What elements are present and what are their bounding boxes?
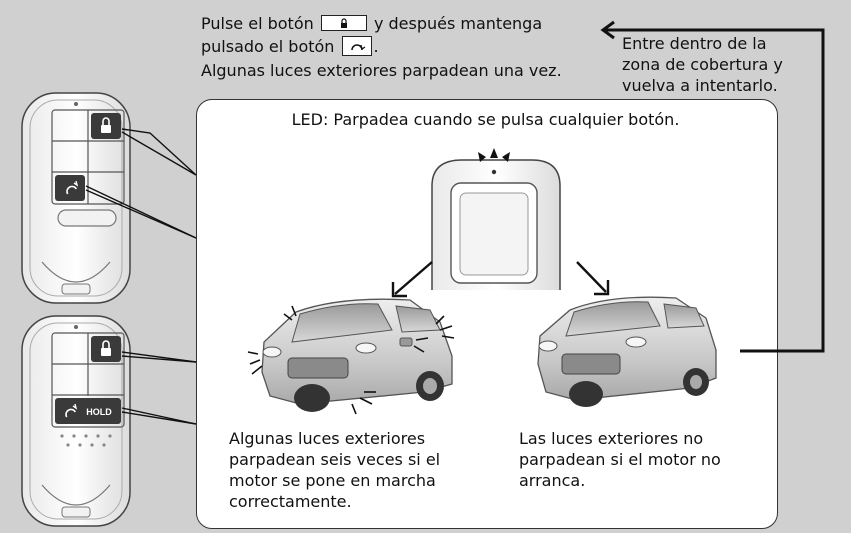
led-caption: LED: Parpadea cuando se pulsa cualquier …	[291, 110, 680, 129]
lock-button-inline	[320, 14, 367, 31]
instruction-text: Pulse el botón	[201, 14, 314, 33]
padlock-icon	[101, 117, 111, 133]
key-fob-upper	[21, 92, 131, 304]
outcome-right-line-2: parpadean si el motor no	[519, 450, 721, 469]
padlock-icon	[101, 340, 111, 356]
instruction-text: pulsado el botón	[201, 37, 335, 56]
lock-button-lower	[91, 336, 121, 362]
outcome-right-line-3: arranca.	[519, 471, 586, 490]
remote-start-button-inline	[341, 35, 372, 56]
minivan-not-flashing	[537, 296, 717, 407]
flash-rays-icon	[478, 148, 510, 162]
instruction-text: .	[373, 37, 379, 56]
circular-arrow-icon	[65, 403, 78, 418]
callout-lines-lower	[121, 351, 197, 425]
key-fob-lower: HOLD	[21, 315, 131, 527]
retry-line-1: Entre dentro de la	[622, 34, 767, 53]
retry-line-2: zona de cobertura y	[622, 55, 783, 74]
led-indicator	[491, 169, 497, 175]
outcome-left-line-1: Algunas luces exteriores	[229, 429, 426, 448]
outcome-right-line-1: Las luces exteriores no	[519, 429, 704, 448]
outcome-left-line-4: correctamente.	[229, 492, 352, 511]
instruction-line-3: Algunas luces exteriores parpadean una v…	[201, 61, 562, 80]
led-fob-closeup	[431, 148, 561, 290]
arrow-icon	[576, 261, 610, 296]
padlock-icon	[340, 17, 347, 28]
arrow-icon	[391, 261, 433, 298]
minivan-flashing	[247, 298, 455, 415]
speaker-dots	[60, 434, 112, 447]
remote-start-button-upper	[55, 175, 85, 201]
lock-button-upper	[91, 113, 121, 139]
circular-arrow-icon	[350, 43, 365, 50]
instruction-text: y después mantenga	[373, 14, 543, 33]
instruction-line-1: Pulse el botón y después mantenga	[201, 14, 542, 33]
hold-label: HOLD	[86, 407, 112, 417]
retry-line-3: vuelva a intentarlo.	[622, 76, 778, 95]
flash-rays-icon	[247, 305, 455, 415]
circular-arrow-icon	[66, 180, 79, 195]
outcome-left-line-3: motor se pone en marcha	[229, 471, 436, 490]
remote-start-hold-button: HOLD	[55, 398, 121, 424]
callout-lines-upper	[85, 128, 197, 239]
retry-arrow	[600, 20, 825, 353]
instruction-line-2: pulsado el botón .	[201, 35, 379, 58]
outcome-left-line-2: parpadean seis veces si el	[229, 450, 441, 469]
